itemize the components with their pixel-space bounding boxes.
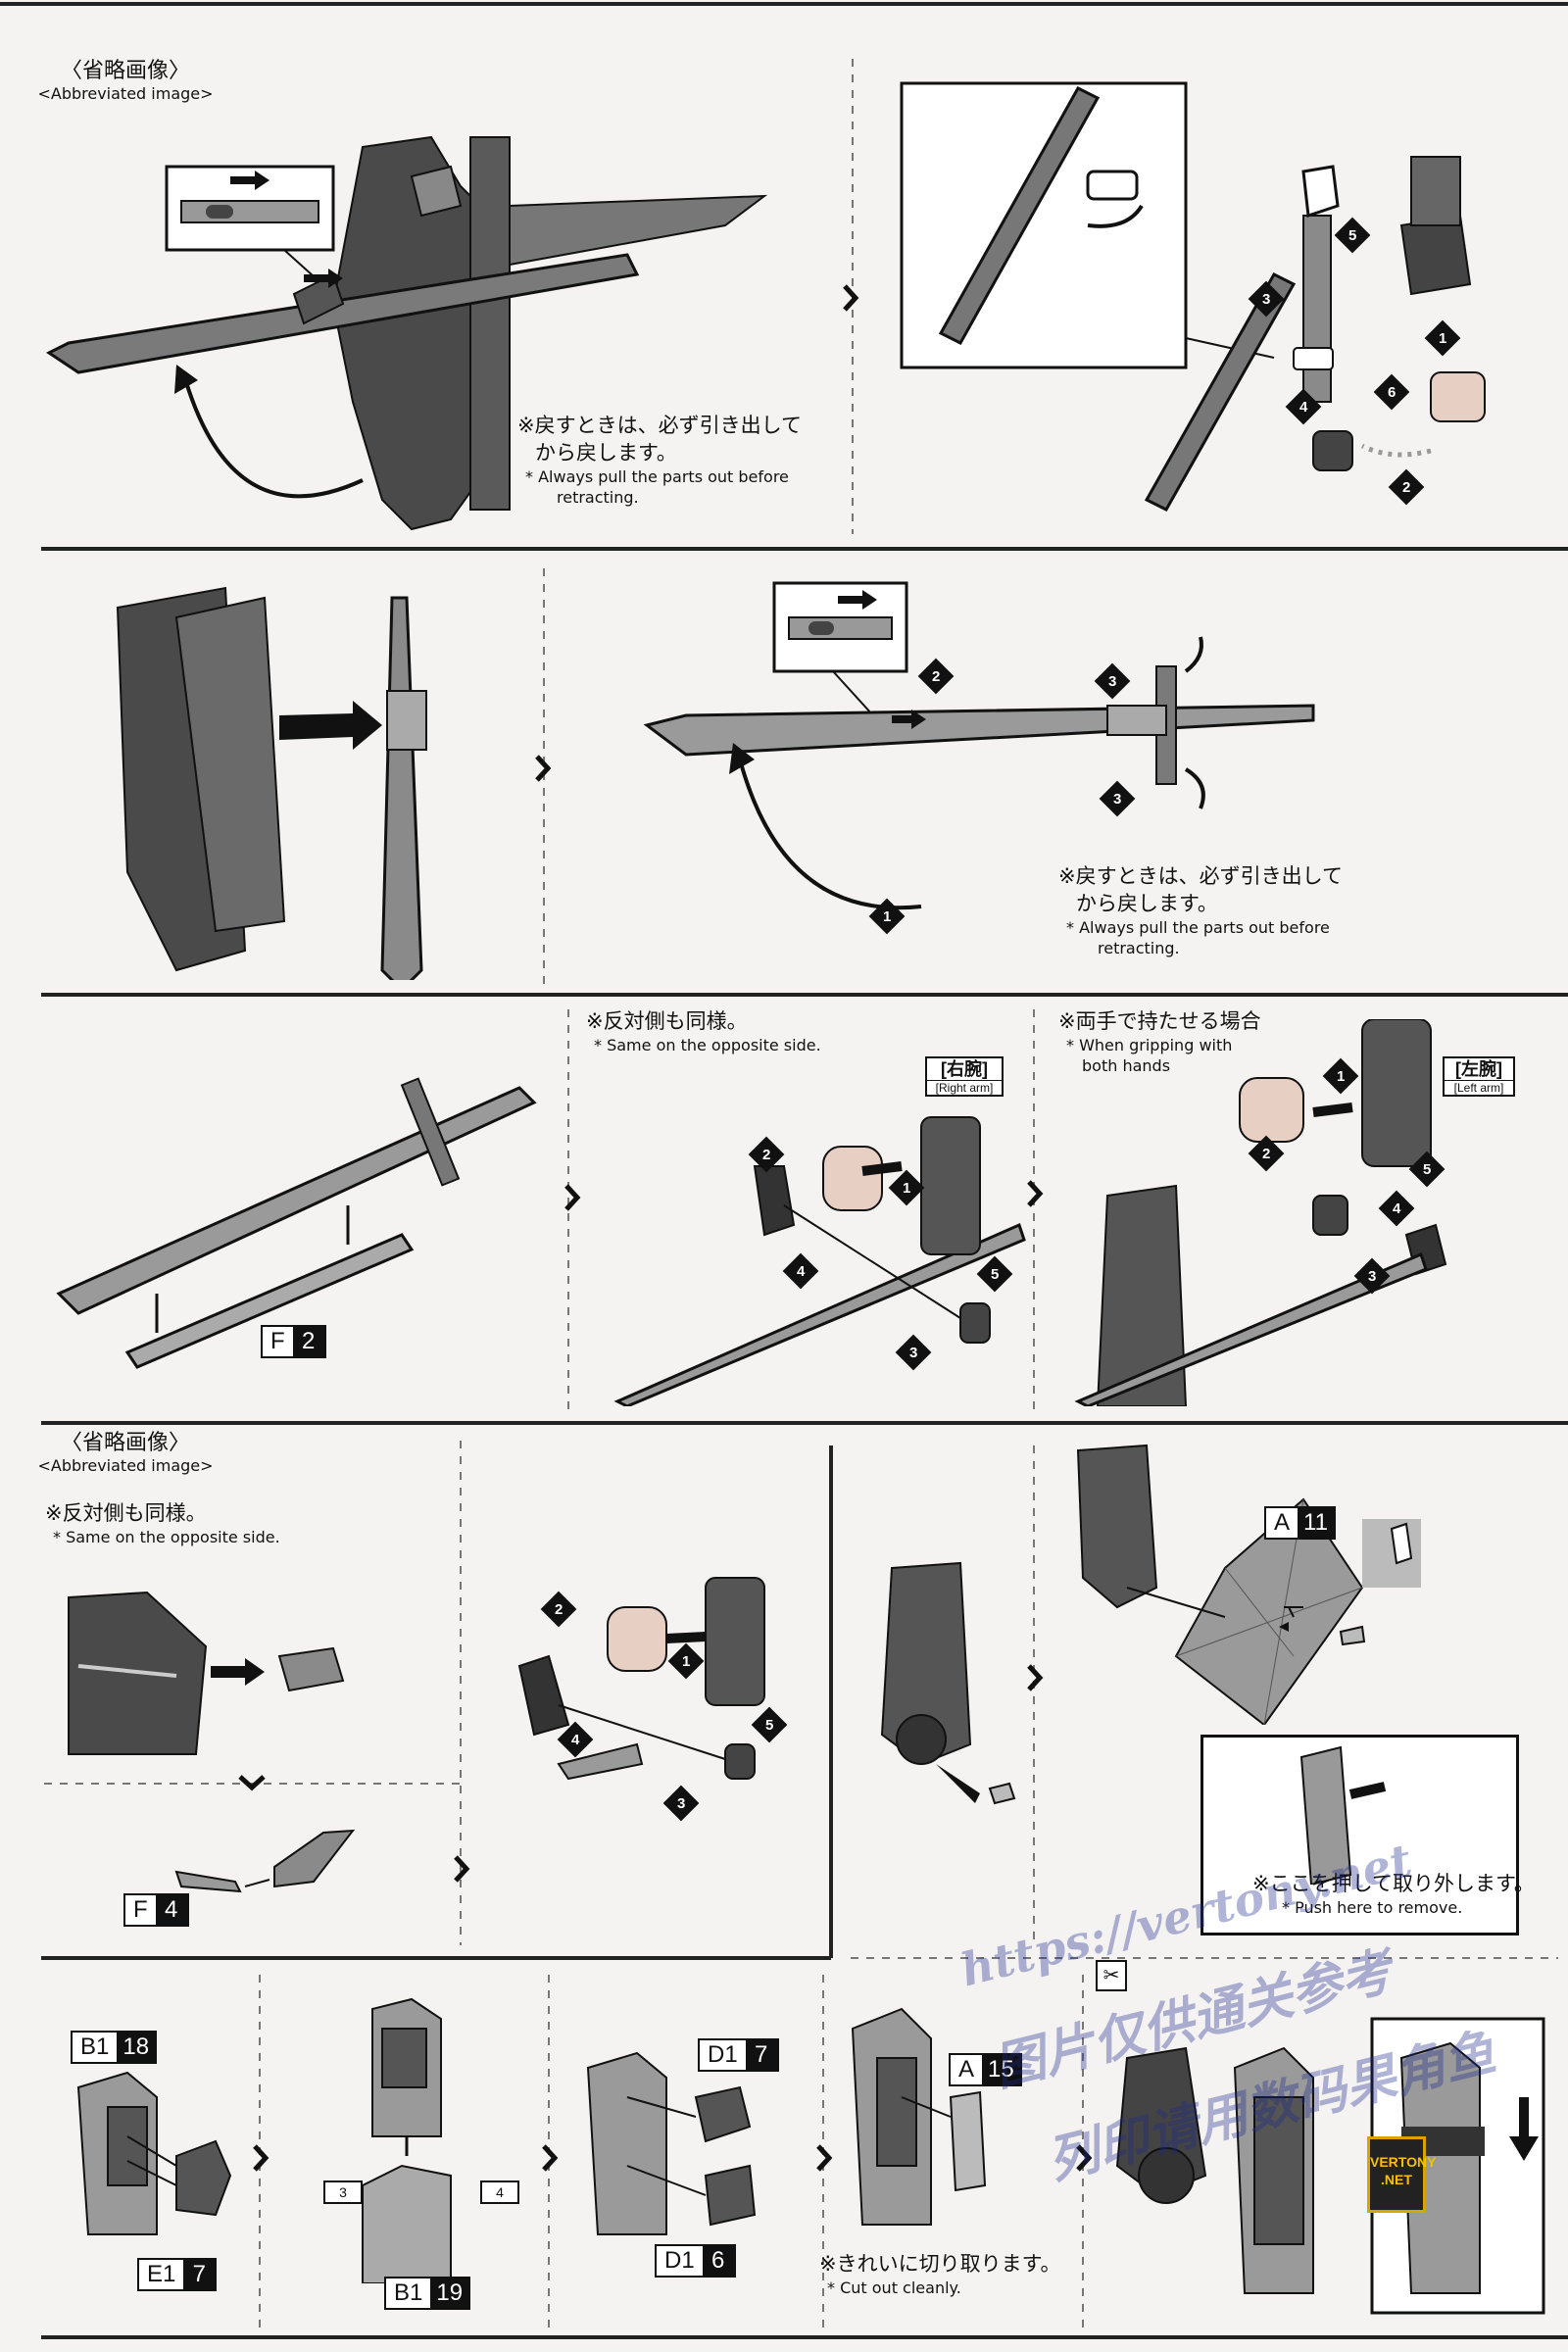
cut-cleanly-note: ※きれいに切り取ります。 * Cut out cleanly. <box>819 2252 1061 2297</box>
svg-text:5: 5 <box>991 1266 999 1283</box>
svg-text:2: 2 <box>1402 479 1410 496</box>
part-label-d16: D1 6 <box>655 2244 736 2278</box>
part-label-e17: E1 7 <box>137 2258 218 2291</box>
svg-text:2: 2 <box>932 668 940 685</box>
svg-text:4: 4 <box>797 1263 806 1280</box>
part-label-a15: A 15 <box>949 2053 1022 2086</box>
pull-out-note-2: ※戻すときは、必ず引き出して から戻します。 * Always pull the… <box>1058 864 1343 957</box>
a15-part-insert <box>851 2007 987 2226</box>
b1-19-assembly <box>362 1997 452 2283</box>
svg-text:4: 4 <box>1393 1200 1401 1217</box>
abbreviated-image-header-2: 〈省略画像〉 <Abbreviated image> <box>37 1431 214 1475</box>
svg-text:3: 3 <box>1113 791 1121 808</box>
svg-text:5: 5 <box>765 1717 773 1734</box>
robot-sword-illustration <box>46 135 768 531</box>
svg-text:3: 3 <box>1108 673 1116 690</box>
cut-icon: ✂ <box>1096 1960 1127 1991</box>
svg-text:1: 1 <box>1337 1068 1345 1085</box>
svg-text:3: 3 <box>677 1795 685 1812</box>
svg-text:1: 1 <box>1439 330 1446 347</box>
shield-release-detail <box>1299 1745 1387 1885</box>
svg-text:5: 5 <box>1348 227 1356 244</box>
knife-remove-illustration <box>68 1591 345 1755</box>
part-label-b119: B1 19 <box>384 2277 471 2310</box>
svg-text:2: 2 <box>555 1601 563 1618</box>
shield-attach <box>1076 1444 1421 1725</box>
vertony-badge: VERTONY .NET <box>1367 2136 1436 2213</box>
svg-text:3: 3 <box>1262 291 1270 308</box>
svg-text:6: 6 <box>1388 384 1396 401</box>
svg-text:2: 2 <box>1262 1146 1270 1162</box>
same-opposite-note-2: ※反対側も同様。 * Same on the opposite side. <box>45 1501 280 1546</box>
forearm-remove <box>880 1561 1016 1805</box>
wing-sword-detach <box>116 586 427 980</box>
same-opposite-note-1: ※反対側も同様。 * Same on the opposite side. <box>586 1009 821 1054</box>
svg-text:1: 1 <box>682 1653 690 1670</box>
abbreviated-image-header: 〈省略画像〉 <Abbreviated image> <box>37 59 214 103</box>
push-to-remove-callout: ※ここを押して取り外します。 * Push here to remove. <box>1200 1735 1535 1936</box>
svg-text:4: 4 <box>1299 399 1308 416</box>
left-arm-grip-assembly: 1 2 5 4 3 <box>1074 1019 1447 1406</box>
long-sword-extend: 2 3 3 1 <box>643 581 1315 935</box>
shield-mount-final <box>1115 2017 1545 2315</box>
svg-text:2: 2 <box>762 1147 770 1163</box>
svg-text:3: 3 <box>1368 1268 1376 1285</box>
svg-text:1: 1 <box>903 1180 910 1197</box>
pull-out-note-1: ※戻すときは、必ず引き出して から戻します。 * Always pull the… <box>517 414 802 507</box>
svg-text:3: 3 <box>909 1345 917 1361</box>
right-arm-tag: [右腕] [Right arm] <box>925 1056 1004 1097</box>
part-label-f4: F 4 <box>123 1893 189 1927</box>
sword-sheath-attach <box>56 1077 537 1369</box>
left-arm-tag: [左腕] [Left arm] <box>1443 1056 1515 1097</box>
push-here-note: ※ここを押して取り外します。 * Push here to remove. <box>1252 1872 1535 1917</box>
d1-parts-assembly <box>586 2051 757 2235</box>
both-hands-note: ※両手で持たせる場合 * When gripping with both han… <box>1058 1009 1261 1075</box>
step-tag-3: 3 <box>323 2180 363 2204</box>
part-label-d17: D1 7 <box>698 2038 779 2072</box>
sword-hand-assembly: 3 5 4 6 1 2 <box>900 81 1486 512</box>
right-arm-grip-assembly: 2 1 4 5 3 <box>613 1116 1026 1406</box>
part-label-b118: B1 18 <box>71 2031 158 2064</box>
step-tag-4: 4 <box>480 2180 519 2204</box>
part-label-f2: F 2 <box>261 1325 326 1358</box>
b1-e1-assembly <box>76 2071 232 2235</box>
part-label-a11: A 11 <box>1264 1506 1336 1540</box>
knife-part-f4 <box>174 1829 356 1893</box>
svg-text:1: 1 <box>883 908 891 925</box>
svg-text:5: 5 <box>1423 1161 1431 1178</box>
svg-text:4: 4 <box>571 1732 580 1748</box>
knife-hand-assembly: 2 1 4 5 3 <box>517 1577 788 1822</box>
